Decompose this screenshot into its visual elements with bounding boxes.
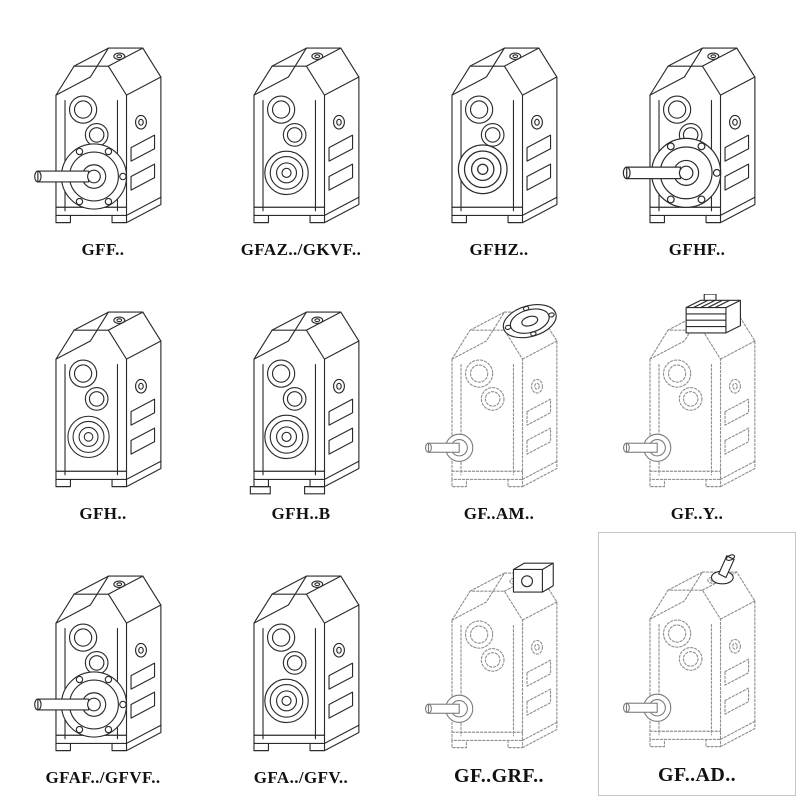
catalog-cell-gfhz: GFHZ.. <box>400 4 598 268</box>
catalog-cell-gfhf: GFHF.. <box>598 4 796 268</box>
model-label: GFAF../GFVF.. <box>45 768 161 787</box>
mounting-feet <box>249 486 326 495</box>
catalog-cell-gfaf-gfvf: GFAF../GFVF.. <box>4 532 202 796</box>
gearbox-drawing-output-flange <box>34 575 162 752</box>
gearbox-housing <box>55 311 162 488</box>
gearbox-housing-dashed <box>649 311 756 488</box>
catalog-cell-gf-ad: GF..AD.. <box>598 532 796 796</box>
model-label: GFH..B <box>271 504 331 523</box>
catalog-cell-gfa-gfv: GFA../GFV.. <box>202 532 400 796</box>
model-label: GFH.. <box>79 504 127 523</box>
gearbox-drawing-hollow-shaft <box>55 311 162 488</box>
catalog-cell-gfaz-gkvf: GFAZ../GKVF.. <box>202 4 400 268</box>
input-shaft <box>710 554 736 585</box>
gearbox-drawing-input-shaft <box>623 554 756 748</box>
gearbox-housing <box>253 47 360 224</box>
catalog-cell-gfh: GFH.. <box>4 268 202 532</box>
catalog-cell-gf-y: GF..Y.. <box>598 268 796 532</box>
gearbox-drawing-output-flange <box>622 47 756 224</box>
hollow-shaft-bore <box>457 144 508 195</box>
catalog-cell-gff: GFF.. <box>4 4 202 268</box>
gearbox-housing-dashed <box>451 311 558 488</box>
gearbox-drawing-hollow-shaft <box>253 47 360 224</box>
gearbox-drawing-hollow-shaft-foot <box>249 311 360 495</box>
model-label: GFA../GFV.. <box>253 768 349 787</box>
gearbox-drawing-input-adapter <box>425 562 558 749</box>
gearbox-housing <box>451 47 558 224</box>
electric-motor <box>685 294 741 334</box>
input-adapter <box>512 562 554 593</box>
gearbox-drawing-hollow-shaft <box>253 575 360 752</box>
hollow-shaft-bore <box>264 414 309 460</box>
gearbox-housing-dashed <box>649 571 756 748</box>
gearbox-housing-dashed <box>451 572 558 749</box>
output-shaft <box>623 693 672 722</box>
model-label: GF..AM.. <box>463 504 535 523</box>
output-flange <box>34 143 128 210</box>
model-label: GFHZ.. <box>469 240 529 259</box>
model-label: GF..AD.. <box>657 764 737 786</box>
output-flange <box>34 671 128 738</box>
output-shaft <box>425 433 474 462</box>
hollow-shaft-bore <box>264 150 309 196</box>
gearbox-housing <box>253 575 360 752</box>
gearbox-drawing-hollow-shaft <box>451 47 558 224</box>
output-shaft <box>623 433 672 462</box>
hollow-shaft-bore <box>264 678 309 724</box>
input-flange <box>498 298 561 344</box>
output-flange <box>622 137 722 208</box>
model-label: GFHF.. <box>668 240 726 259</box>
hollow-shaft-bore <box>67 415 110 459</box>
gearbox-drawing-motor-flange <box>425 298 561 488</box>
model-label: GF..Y.. <box>670 504 724 523</box>
gearbox-drawing-with-motor <box>623 294 756 488</box>
catalog-cell-gf-grf: GF..GRF.. <box>400 532 598 796</box>
model-label: GF..GRF.. <box>454 765 544 787</box>
catalog-cell-gfh-b: GFH..B <box>202 268 400 532</box>
gearbox-drawing-output-flange <box>34 47 162 224</box>
gearbox-housing <box>253 311 360 488</box>
model-label: GFF.. <box>81 240 125 259</box>
output-shaft <box>425 694 474 723</box>
model-label: GFAZ../GKVF.. <box>240 240 362 259</box>
catalog-cell-gf-am: GF..AM.. <box>400 268 598 532</box>
